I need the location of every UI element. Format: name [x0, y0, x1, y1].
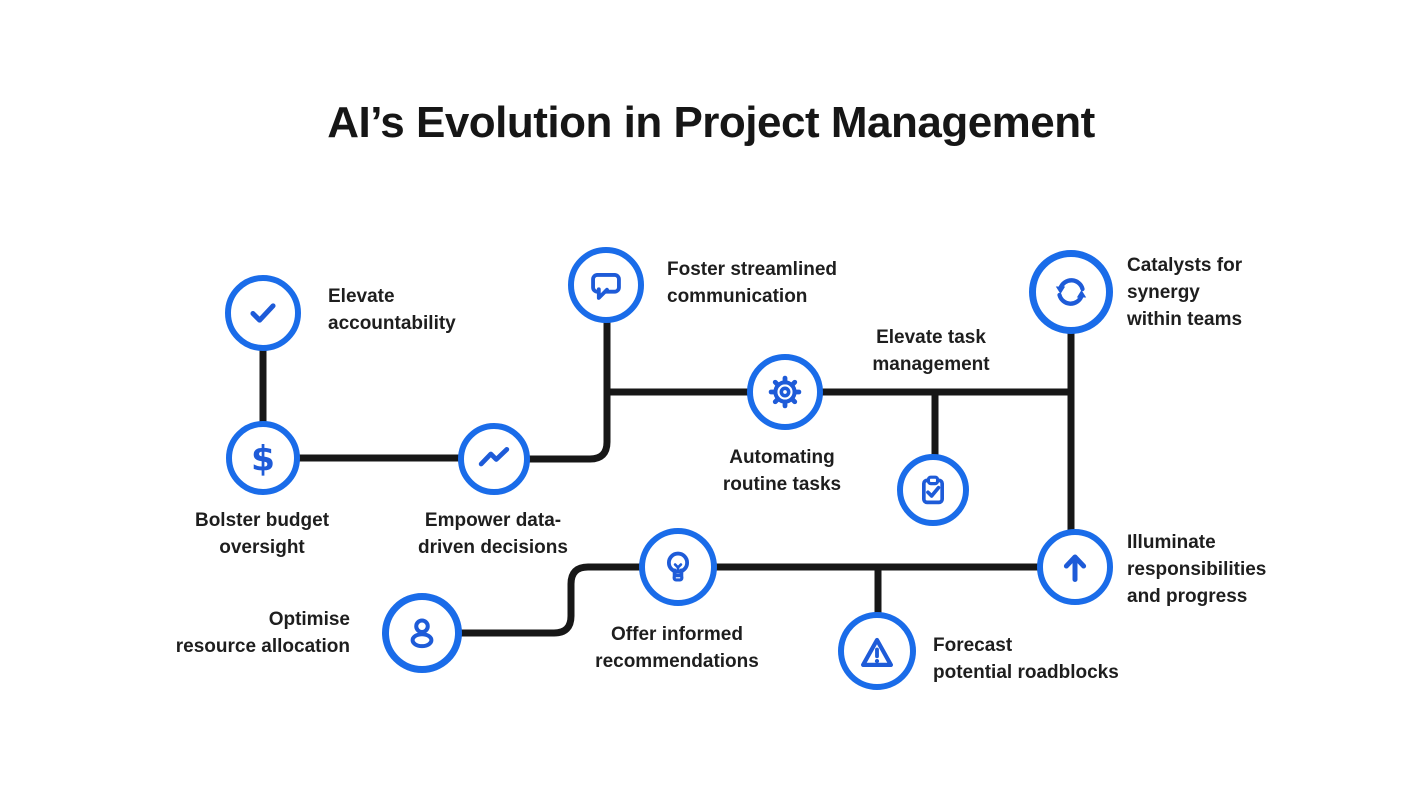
gear-icon — [768, 375, 802, 409]
node-offer-recommendations — [639, 528, 717, 606]
label-line: synergy — [1127, 282, 1200, 303]
label-elevate-accountability: Elevate accountability — [328, 283, 456, 337]
label-line: Empower data- — [424, 510, 562, 531]
label-line: accountability — [328, 313, 456, 334]
label-line: Optimise — [268, 609, 350, 630]
label-line: driven decisions — [418, 537, 568, 558]
node-optimise-resources — [382, 593, 462, 673]
node-elevate-accountability — [225, 275, 301, 351]
label-line: management — [872, 354, 990, 375]
label-line: Forecast — [933, 635, 1013, 656]
label-line: Foster streamlined — [667, 259, 837, 280]
label-line: routine tasks — [722, 474, 842, 495]
node-empower-data — [458, 423, 530, 495]
label-line: Automating — [729, 447, 835, 468]
label-line: Offer informed — [611, 624, 743, 645]
clipboard-check-icon — [922, 475, 944, 505]
node-forecast-roadblocks — [838, 612, 916, 690]
label-line: Bolster budget — [194, 510, 330, 531]
dollar-icon: $ — [251, 439, 275, 479]
connector-lightbulb-to-person — [460, 563, 641, 637]
label-forecast-roadblocks: Forecast potential roadblocks — [933, 632, 1119, 686]
label-elevate-task-management: Elevate task management — [841, 324, 1021, 378]
sync-icon — [1055, 278, 1087, 306]
node-elevate-task-management — [897, 454, 969, 526]
speech-bubble-icon — [591, 273, 621, 300]
label-line: resource allocation — [175, 636, 350, 657]
warning-icon — [860, 637, 894, 668]
label-bolster-budget: Bolster budget oversight — [172, 507, 352, 561]
label-line: Elevate task — [876, 327, 986, 348]
label-line: Illuminate — [1127, 532, 1216, 553]
label-illuminate-progress: Illuminate responsibilities and progress — [1127, 529, 1266, 610]
label-line: recommendations — [595, 651, 759, 672]
node-bolster-budget: $ — [226, 421, 300, 495]
node-illuminate-progress — [1037, 529, 1113, 605]
label-line: responsibilities — [1127, 559, 1267, 580]
label-line: within teams — [1127, 309, 1243, 330]
node-foster-communication — [568, 247, 644, 323]
checkmark-icon — [250, 303, 276, 323]
label-line: communication — [667, 286, 808, 307]
label-automating-tasks: Automating routine tasks — [692, 444, 872, 498]
connector-trend-to-bubble — [528, 321, 611, 463]
label-line: potential roadblocks — [933, 662, 1119, 683]
label-optimise-resources: Optimise resource allocation — [140, 606, 350, 660]
node-catalysts-synergy — [1029, 250, 1113, 334]
person-icon — [410, 618, 434, 649]
label-catalysts-synergy: Catalysts for synergy within teams — [1127, 252, 1242, 333]
label-empower-data: Empower data- driven decisions — [398, 507, 588, 561]
label-line: oversight — [219, 537, 305, 558]
arrow-up-icon — [1063, 554, 1087, 582]
label-line: Elevate — [328, 286, 395, 307]
label-foster-communication: Foster streamlined communication — [667, 256, 837, 310]
label-offer-recommendations: Offer informed recommendations — [572, 621, 782, 675]
node-automating-tasks — [747, 354, 823, 430]
lightbulb-icon — [666, 551, 690, 582]
trend-icon — [478, 446, 510, 467]
label-line: Catalysts for — [1127, 255, 1243, 276]
page-title: AI’s Evolution in Project Management — [327, 98, 1095, 147]
label-line: and progress — [1127, 586, 1248, 607]
svg-text:$: $ — [251, 439, 275, 479]
